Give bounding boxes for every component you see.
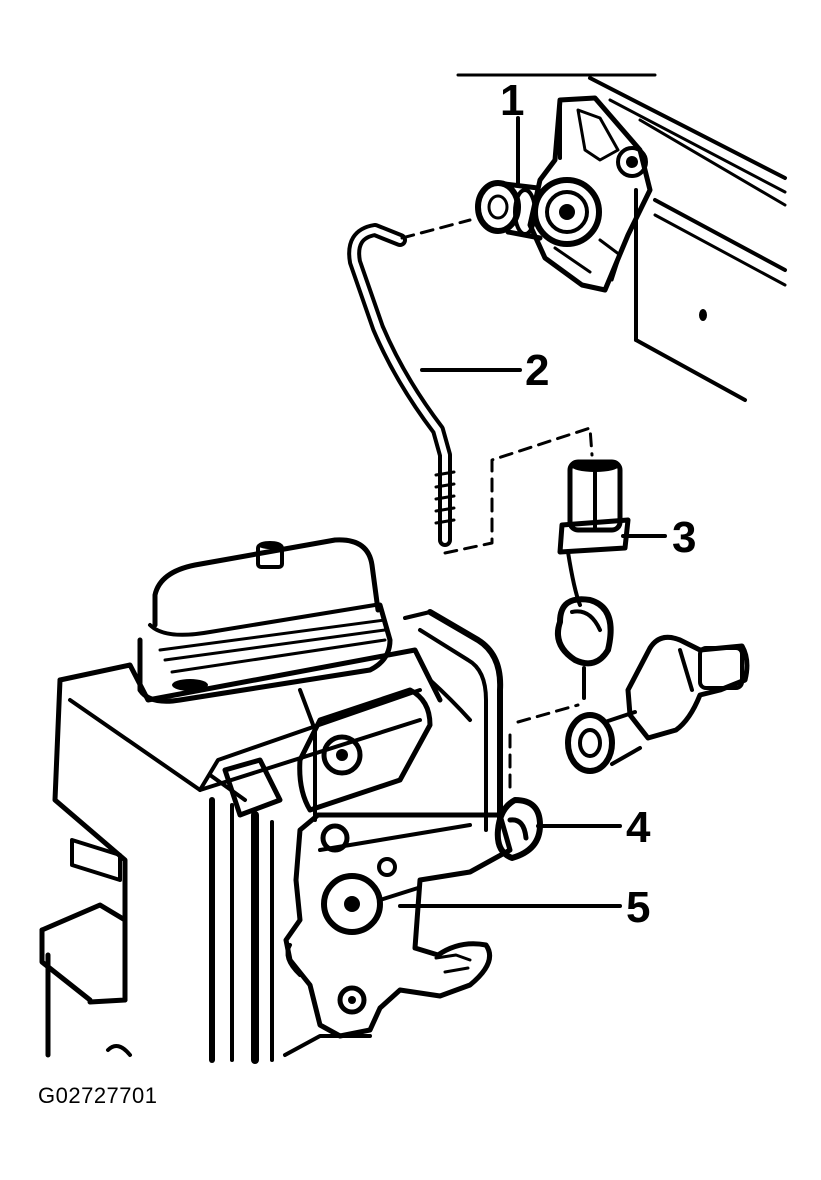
side-clip-part: [565, 634, 750, 774]
connection-lines: [400, 218, 594, 792]
latch-lever-part: [283, 812, 513, 1057]
callout-number-1: 1: [500, 76, 524, 125]
door-lock-switch-part: [475, 95, 653, 293]
callout-number-5: 5: [626, 883, 650, 932]
figure-id-label: G02727701: [38, 1083, 158, 1108]
callout-leaders: [398, 116, 667, 908]
callout-number-4: 4: [626, 803, 651, 852]
rod-clip-part: [554, 459, 631, 700]
callout-number-3: 3: [672, 513, 696, 562]
callout-number-2: 2: [525, 346, 549, 395]
door-latch-assembly: [39, 537, 504, 1064]
lock-rod-part: [347, 223, 456, 547]
